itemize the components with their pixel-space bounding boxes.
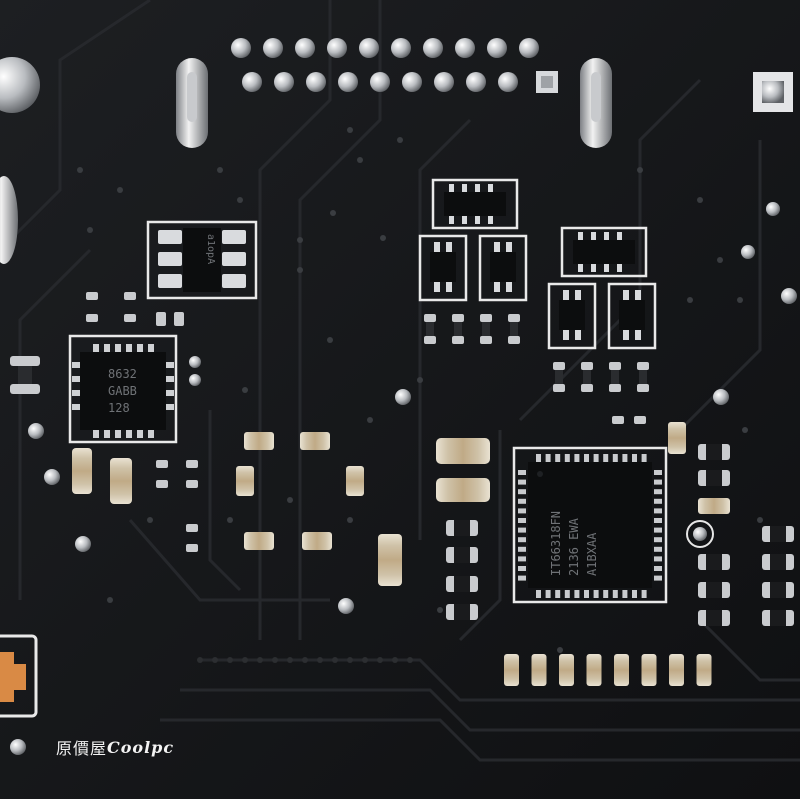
- orange-connector: [0, 634, 38, 718]
- chip-u1-line2: GABB: [108, 384, 137, 398]
- coolpc-watermark: 原價屋 Coolpc: [56, 734, 174, 760]
- header-pins: [231, 38, 558, 93]
- mosfet-cluster-center: [418, 178, 528, 302]
- chip-u3-line3: A1BXAA: [585, 532, 599, 576]
- chip-u1-line1: 8632: [108, 367, 137, 381]
- watermark-prefix: 原價屋: [56, 739, 108, 758]
- chip-u2-label: a1opA: [205, 234, 216, 264]
- qfn-chip-u3: IT66318FN 2136 EWA A1BXAA: [512, 446, 668, 604]
- watermark-brand: Coolpc: [107, 737, 175, 757]
- chip-u3-line2: 2136 EWA: [567, 517, 581, 576]
- qfn-chip-u1: 8632 GABB 128: [68, 334, 178, 444]
- capacitor-row-bottom: [504, 654, 712, 686]
- sot-chip-u2: a1opA: [146, 220, 258, 300]
- mosfet-cluster-right: [547, 226, 657, 350]
- capacitor-array: [72, 422, 686, 586]
- chip-u1-line3: 128: [108, 401, 130, 415]
- chip-u3-line1: IT66318FN: [549, 511, 563, 576]
